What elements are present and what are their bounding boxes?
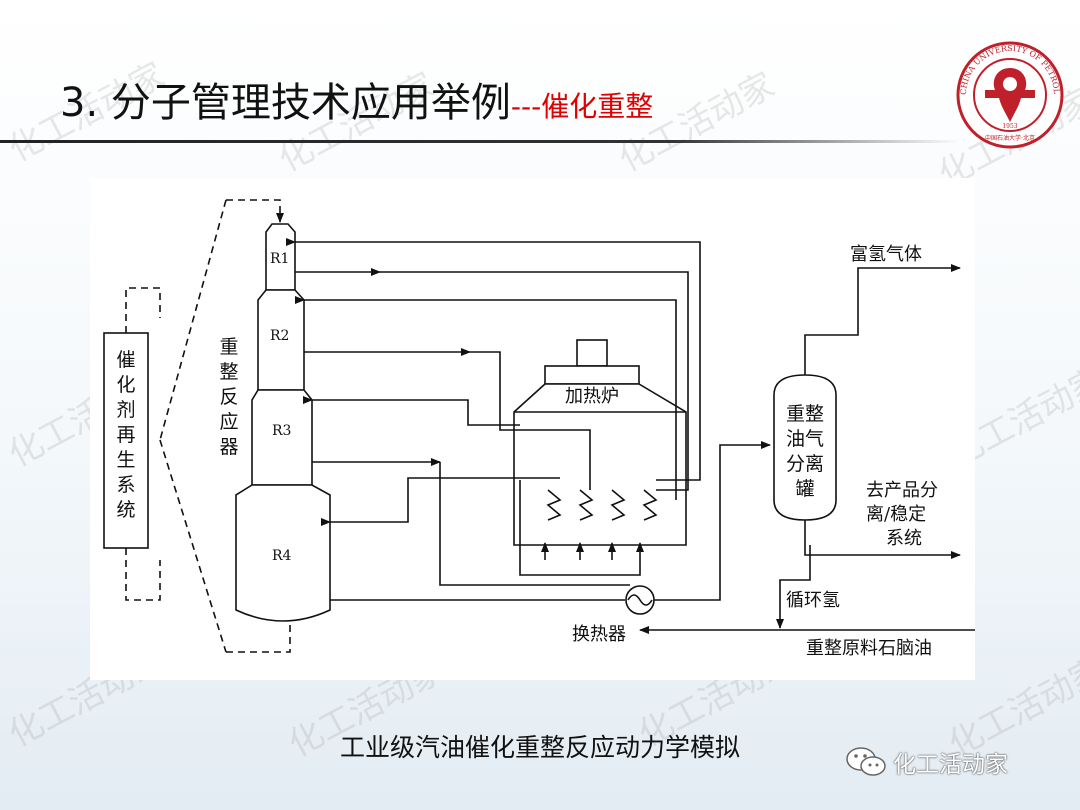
vertical-label-char: 统 xyxy=(116,499,135,521)
r1-label: R1 xyxy=(270,251,289,267)
furnace-coil-3 xyxy=(610,489,626,521)
feed-to-furnace-line xyxy=(519,480,641,576)
exchanger-label: 换热器 xyxy=(572,624,626,645)
page-title: 3. 分子管理技术应用举例---催化重整 xyxy=(60,70,653,128)
r2-inlet-line xyxy=(295,296,677,500)
separator-label-line: 重整 xyxy=(786,403,824,425)
separator-drum xyxy=(773,374,837,521)
vertical-label-char: 整 xyxy=(219,361,238,383)
r3-outlet-line xyxy=(439,462,630,586)
vertical-label-char: 反 xyxy=(219,386,238,408)
feed-label: 重整原料石脑油 xyxy=(806,638,932,659)
catalyst-dashed-out xyxy=(226,625,291,653)
heat-exchanger-wave xyxy=(627,594,653,606)
separator-label-line: 罐 xyxy=(795,478,814,500)
title-sub: ---催化重整 xyxy=(510,90,654,123)
regen-dashed-bottom xyxy=(125,548,161,601)
r3-inlet-line xyxy=(303,396,520,426)
catalyst-dashed-in xyxy=(226,199,284,223)
brand-name: 化工活动家 xyxy=(893,752,1008,778)
recycle-h2-label: 循环氢 xyxy=(786,590,840,611)
vertical-label-char: 器 xyxy=(219,436,238,458)
furnace-coil-4 xyxy=(642,489,658,521)
reactor-r4 xyxy=(235,484,331,622)
product-label-2: 离/稳定 xyxy=(866,504,926,525)
regen-dashed-top xyxy=(125,287,161,333)
vertical-label-char: 重 xyxy=(219,336,238,358)
vertical-label-char: 再 xyxy=(116,424,135,446)
furnace-coil-2 xyxy=(578,489,594,521)
exchanger-to-separator xyxy=(654,441,771,601)
separator-label-line: 油气 xyxy=(786,428,824,450)
r4-inlet-line xyxy=(321,477,560,526)
furnace-coil-1 xyxy=(546,489,562,521)
title-divider xyxy=(0,140,960,143)
furnace-hood xyxy=(544,365,640,385)
vertical-label-char: 剂 xyxy=(116,399,135,421)
logo-year: 1953 xyxy=(1002,123,1017,130)
product-label-3: 系统 xyxy=(886,528,922,549)
r2-outlet-line xyxy=(470,351,591,490)
vertical-label-char: 化 xyxy=(116,374,135,396)
r1-outlet-line xyxy=(380,271,689,491)
h2-label: 富氢气体 xyxy=(850,244,922,265)
diagram-caption: 工业级汽油催化重整反应动力学模拟 xyxy=(339,733,740,762)
product-out-line xyxy=(804,520,961,559)
vertical-label-char: 生 xyxy=(116,449,135,471)
separator-label-line: 分离 xyxy=(786,453,824,475)
logo-motto: 中国石油大学·北京 xyxy=(985,134,1035,142)
brand-badge: 化工活动家 xyxy=(845,745,1008,779)
university-logo-icon: CHINA UNIVERSITY OF PETROLEUM 1953 中国石油大… xyxy=(955,40,1064,149)
vertical-label-char: 催 xyxy=(116,349,135,371)
furnace-body xyxy=(513,383,687,546)
catalyst-dashed-diag2 xyxy=(159,439,227,653)
h2-out-line xyxy=(804,264,961,375)
r1-return-line xyxy=(286,238,701,481)
title-main: 3. 分子管理技术应用举例 xyxy=(60,80,511,126)
regen-system-box xyxy=(103,332,149,549)
wechat-icon xyxy=(846,747,886,776)
r4-label: R4 xyxy=(272,548,292,564)
catalyst-dashed-diag1 xyxy=(159,199,227,441)
r3-label: R3 xyxy=(272,423,291,439)
furnace-stack xyxy=(576,339,608,367)
furnace-label: 加热炉 xyxy=(565,386,619,407)
vertical-label-char: 系 xyxy=(116,474,135,496)
recycle-h2-line xyxy=(776,545,811,629)
product-label-1: 去产品分 xyxy=(866,480,938,501)
r2-label: R2 xyxy=(270,328,289,344)
vertical-label-char: 应 xyxy=(219,411,238,433)
